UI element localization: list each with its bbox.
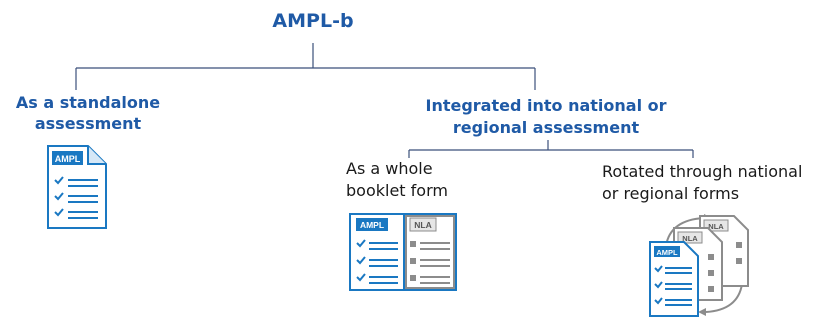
- child-whole-booklet-line1: As a whole: [346, 159, 433, 178]
- ampl-doc-header-text: AMPL: [55, 154, 81, 164]
- root-title: AMPL-b: [272, 10, 354, 32]
- child-rotated-line2: or regional forms: [602, 184, 740, 203]
- branch-integrated-line2: regional assessment: [452, 118, 640, 137]
- booklet-ampl-text: AMPL: [360, 220, 384, 230]
- branch-standalone-label: As a standalone assessment: [0, 92, 176, 134]
- child-whole-booklet-line2: booklet form: [346, 181, 448, 200]
- booklet-nla-text: NLA: [414, 220, 431, 230]
- branch-integrated-line1: Integrated into national or: [425, 96, 667, 115]
- rotated-forms-icon: NLA NLA AMPL: [649, 214, 749, 317]
- branch-integrated-label: Integrated into national or regional ass…: [386, 95, 706, 139]
- rotated-nla-back-text: NLA: [708, 222, 724, 231]
- child-whole-booklet-label: As a whole booklet form: [346, 158, 448, 202]
- branch-standalone-line1: As a standalone: [15, 93, 161, 112]
- rotated-nla-front-text: NLA: [682, 234, 698, 243]
- ampl-document-icon: AMPL: [47, 145, 107, 229]
- child-rotated-line1: Rotated through national: [602, 162, 803, 181]
- rotated-ampl-text: AMPL: [656, 248, 678, 257]
- child-rotated-label: Rotated through national or regional for…: [602, 161, 802, 205]
- booklet-form-icon: AMPL NLA: [349, 213, 457, 291]
- branch-standalone-line2: assessment: [34, 114, 142, 133]
